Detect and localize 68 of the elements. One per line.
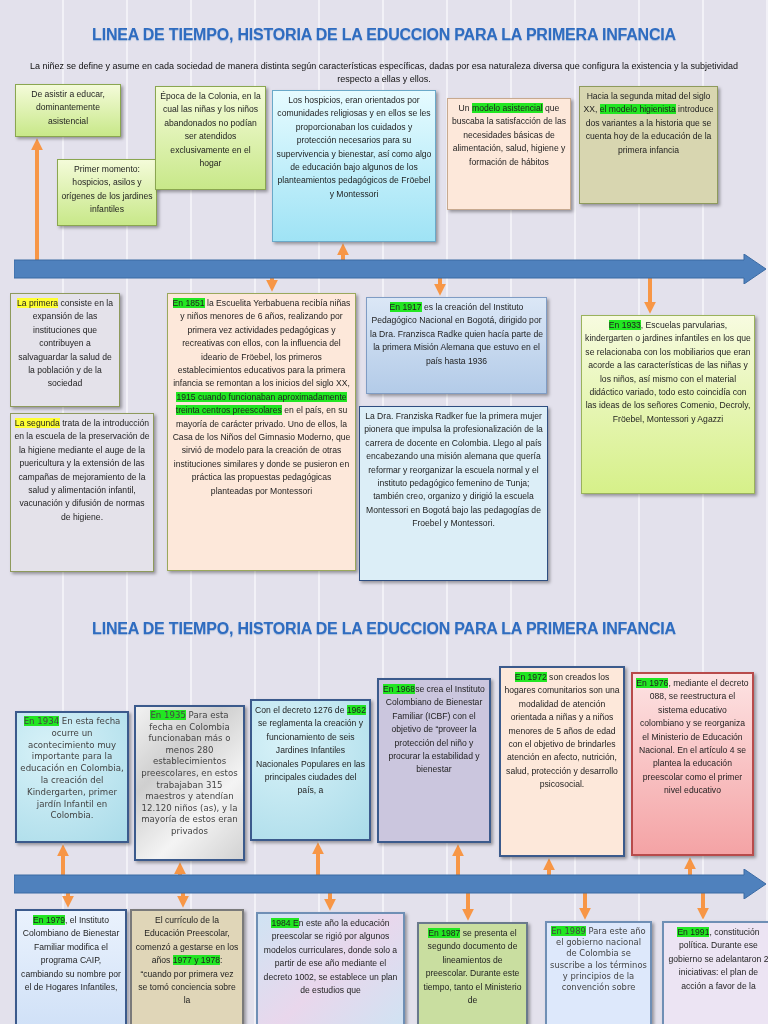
note-box bbox=[359, 406, 548, 581]
note-box bbox=[545, 921, 652, 1024]
note-box bbox=[581, 315, 755, 494]
note-text: En 1987 se presenta el segundo documento de lineamientos de preescolar. Durante este tiempo, tanto el Ministerio de bbox=[422, 927, 523, 1008]
note-box bbox=[272, 90, 436, 242]
note-text: Primer momento: hospicios, asilos y orígenes de los jardines infantiles bbox=[61, 163, 153, 217]
arrow bbox=[57, 844, 69, 875]
timeline-arrow bbox=[14, 869, 766, 899]
note-text: En 1933, Escuelas parvularias, kindergarten o jardines infantiles en los que se relacionaba con los mobiliarios que eran acorde a las características de las niñas y los niños, así mismo con el material didáctico variado, todo esto coincidía con las ideas de los señores Comenio, Decroly, Fröebel, Montessori y Agazzi bbox=[585, 319, 751, 426]
arrow bbox=[174, 862, 186, 875]
arrow bbox=[266, 278, 278, 292]
note-text: En 1935 Para esta fecha en Colombia funcionaban más o menos 280 establecimientos preescolares, en estos trabajaban 315 maestros y atendían 12.120 niños (as), y la mayoría de estos eran privados bbox=[140, 710, 239, 838]
arrow bbox=[543, 858, 555, 875]
note-text: Con el decreto 1276 de 1962 se reglamenta la creación y funcionamiento de seis Jardines Infantiles Nacionales Populares en las principales ciudades del país, a bbox=[255, 704, 366, 798]
arrow bbox=[644, 278, 656, 314]
note-box bbox=[417, 922, 528, 1024]
note-box bbox=[662, 921, 768, 1024]
arrow bbox=[434, 278, 446, 296]
note-text: En 1976, mediante el decreto 088, se reestructura el sistema educativo colombiano y se reorganiza el Ministerio de Educación Nacional. En el artículo 4 se plantea la educación preescolar como el primer nivel educativo bbox=[636, 677, 749, 798]
note-box bbox=[366, 297, 547, 394]
note-box bbox=[377, 678, 491, 843]
arrow bbox=[337, 243, 349, 260]
arrow bbox=[177, 893, 189, 908]
note-text: La primera consiste en la expansión de las instituciones que contribuyen a salvaguardar la salud de la población y de la sociedad bbox=[15, 297, 114, 391]
arrow bbox=[697, 893, 709, 920]
note-box bbox=[631, 672, 754, 856]
note-text: Hacia la segunda mitad del siglo XX, el modelo higienista introduce dos variantes a la historia que se cuenta hoy de la educación de la primera infancia bbox=[583, 90, 714, 157]
note-box bbox=[57, 159, 157, 226]
arrow bbox=[312, 842, 324, 875]
note-box bbox=[447, 98, 571, 210]
note-text: La Dra. Franziska Radker fue la primera mujer pionera que impulsa la profesionalización de la carrera de docente en Colombia. Llego al país encabezando una misión alemana que quería reformar y reorganizar la escuela normal y el instituto pedagógico femenino de Tunja; también creo, organizo y dirigió la escuela Montessori en Bogotá bajo las pedagogías de Froebel y Montessori. bbox=[363, 410, 544, 531]
timeline-arrow bbox=[14, 254, 766, 284]
arrow bbox=[62, 893, 74, 908]
note-text: Un modelo asistencial que buscaba la satisfacción de las necesidades básicas de alimentación, salud, higiene y formación de hábitos bbox=[451, 102, 567, 169]
title-heading: LINEA DE TIEMPO, HISTORIA DE LA EDUCCION PARA LA PRIMERA INFANCIA bbox=[91, 620, 677, 638]
note-box bbox=[155, 86, 266, 190]
note-text: La segunda trata de la introducción en la escuela de la preservación de la higiene mediante el auge de la puericultura y la extensión de las campañas de mejoramiento de la salud y alimentación infantil, vacunación y difusión de normas de higiene. bbox=[14, 417, 150, 524]
arrow bbox=[31, 138, 43, 260]
arrow bbox=[324, 893, 336, 911]
note-box bbox=[134, 705, 245, 861]
note-box bbox=[15, 84, 121, 137]
note-box bbox=[10, 413, 154, 572]
arrow bbox=[579, 893, 591, 920]
note-box bbox=[15, 909, 127, 1024]
note-box bbox=[10, 293, 120, 407]
note-box bbox=[15, 711, 129, 843]
note-box bbox=[167, 293, 356, 571]
note-text: En 1934 En esta fecha ocurre un acontecimiento muy importante para la educación en Colombia, la creación del Kindergarten, primer jardín Infantil en Colombia. bbox=[20, 716, 124, 823]
arrow bbox=[452, 844, 464, 875]
note-text: En 1972 son creados los hogares comunitarios son una modalidad de atención orientada a niñas y a niños menores de 5 años de edad con el objetivo de brindarles atención en afecto, nutrición, salud, protección y desarrollo psicosocial. bbox=[504, 671, 620, 792]
note-box bbox=[250, 699, 371, 841]
note-text: 1984 En este año la educación preescolar se rigió por algunos modelos curriculares, donde solo a partir de ese año mediante el decreto 1002, se establece un plan de estudios que bbox=[262, 917, 399, 998]
note-text: Los hospicios, eran orientados por comunidades religiosas y en ellos se les proporcionaban los cuidados y protección necesarios para su supervivencia y bienestar, así como algo de educación bajo algunos de los planteamientos pedagógicos de Fröebel y Montessori bbox=[276, 94, 432, 201]
note-box bbox=[130, 909, 244, 1024]
arrow bbox=[684, 857, 696, 875]
arrow bbox=[462, 893, 474, 921]
note-text: En 1989 Para este año el gobierno nacional de Colombia se suscribe a los términos y principios de la convención sobre bbox=[550, 926, 647, 994]
note-text: Época de la Colonia, en la cual las niñas y los niños abandonados no podían ser atendidos exclusivamente en el hogar bbox=[159, 90, 262, 171]
intro-text: La niñez se define y asume en cada sociedad de manera distinta según características específicas, dadas por esa naturaleza diversa que configura la existencia y la subjetividad respecto a ellas y ellos. bbox=[30, 60, 738, 86]
note-box bbox=[579, 86, 718, 204]
note-text: En 1917 es la creación del Instituto Pedagógico Nacional en Bogotá, dirigido por la Dra. Franzisca Radke quien hacía parte de la primera Misión Alemana que estuvo en el país hasta 1936 bbox=[370, 301, 543, 368]
title-heading: LINEA DE TIEMPO, HISTORIA DE LA EDUCCION PARA LA PRIMERA INFANCIA bbox=[91, 26, 677, 44]
note-text: De asistir a educar, dominantemente asistencial bbox=[30, 88, 106, 128]
note-box bbox=[256, 912, 405, 1024]
note-text: El currículo de la Educación Preescolar, comenzó a gestarse en los años 1977 y 1978: “cuando por primera vez se tomó conciencia sobre la bbox=[135, 914, 239, 1008]
note-text: En 1851 la Escuelita Yerbabuena recibía niñas y niños menores de 6 años, realizando por primera vez actividades pedagógicas y recreativas con ellos, con la influencia del ideario de Fröebel, los primeros establecimientos educativos para la primera infancia se remontan a los inicios del siglo XX, 1915 cuando funcionaban aproximadamente treinta centros preescolares en el país, en su mayoría de carácter privado. Uno de ellos, la Casa de los Niños del Gimnasio Moderno, que sirvió de modelo para la creación de otras instituciones similares y donde se pusieron en práctica las propuestas pedagógicas planteadas por Montessori bbox=[171, 297, 352, 498]
note-box bbox=[499, 666, 625, 857]
note-text: En 1991, constitución política. Durante ese gobierno se adelantaron 2 iniciativas: el plan de acción a favor de la bbox=[667, 926, 768, 993]
